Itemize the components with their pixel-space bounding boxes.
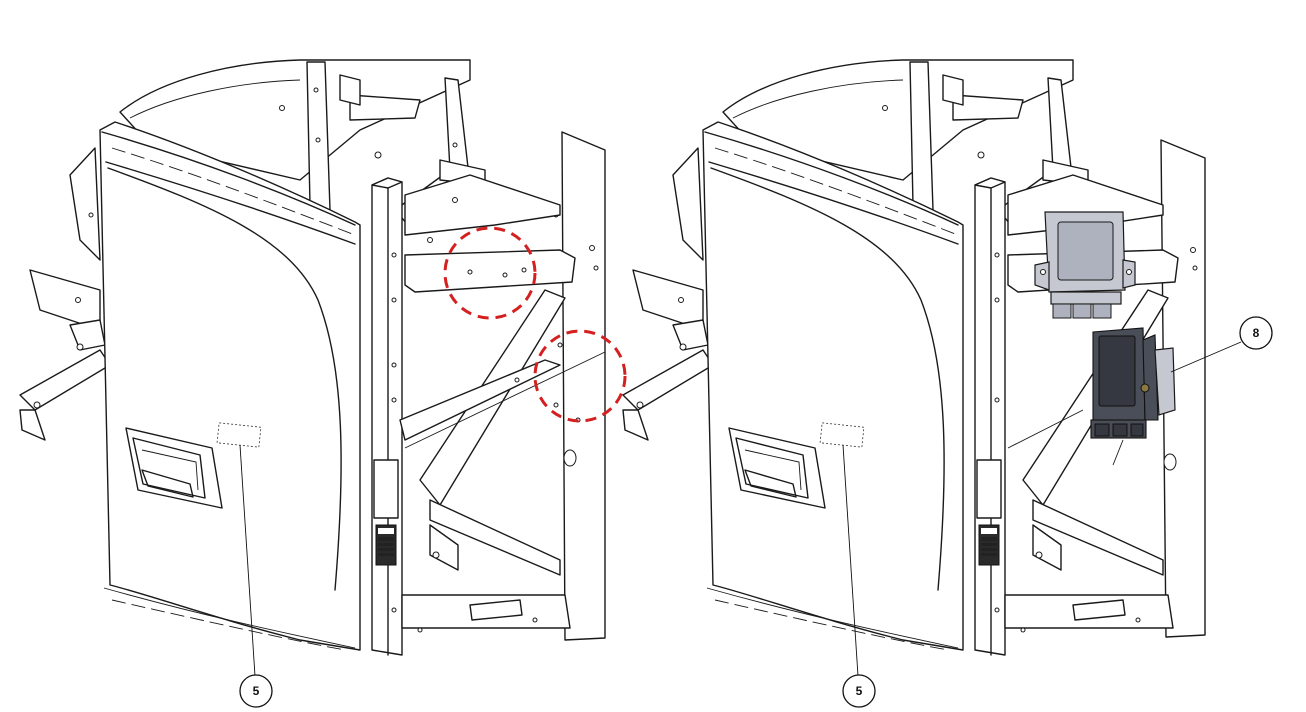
- callout-bubble: 5: [842, 674, 876, 708]
- callout-leader: [842, 444, 859, 677]
- mounting-location-highlight-lower: [533, 329, 627, 423]
- left-side-frame: [19, 147, 111, 441]
- right-front-post: [974, 177, 1006, 656]
- upper-control-module: [1034, 211, 1136, 319]
- right-cabinet: [702, 121, 964, 651]
- right-side-frame: [622, 147, 714, 441]
- callout-label: 5: [253, 684, 260, 698]
- mounting-location-highlight-upper: [443, 226, 537, 320]
- right-warning-decal: [981, 537, 997, 556]
- callout-bubble: 5: [239, 674, 273, 708]
- left-internal-frame: [399, 174, 606, 633]
- lower-control-module: [1090, 327, 1176, 466]
- callout-label: 8: [1253, 326, 1260, 340]
- callout-label: 5: [856, 684, 863, 698]
- callout-leader: [239, 444, 256, 677]
- left-warning-decal: [378, 537, 394, 556]
- right-top-hood: [722, 59, 1074, 181]
- left-cabinet: [99, 121, 361, 651]
- callout-leader: [1170, 341, 1242, 373]
- right-view: 5 8: [622, 59, 1273, 708]
- callout-bubble: 8: [1239, 316, 1273, 350]
- left-view: 5: [19, 59, 627, 708]
- left-rear-panel: [553, 131, 606, 641]
- left-front-post: [371, 177, 403, 656]
